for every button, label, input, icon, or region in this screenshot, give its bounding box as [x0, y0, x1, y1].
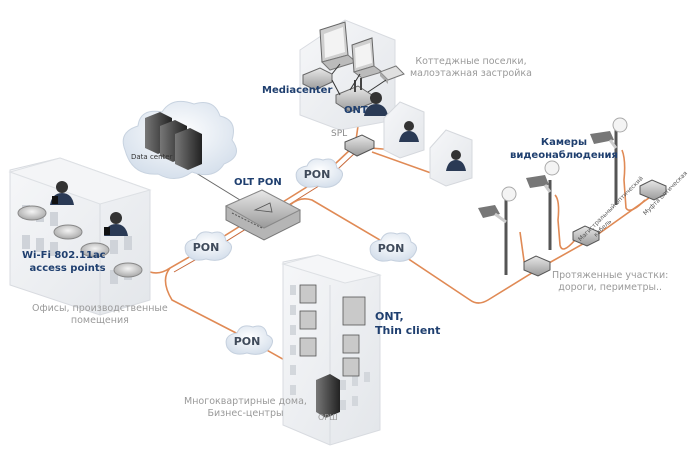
monitor-icon [351, 37, 384, 79]
offices-caption: Офисы, производственные помещения [32, 303, 168, 327]
optical-coupler-box [639, 179, 667, 201]
pon-label: PON [304, 168, 331, 181]
ont-label: ONT [344, 105, 368, 116]
pon-cloud: PON [369, 232, 417, 262]
pon-cloud: PON [225, 325, 273, 355]
olt-device [224, 189, 302, 241]
pon-label: PON [378, 242, 405, 255]
camera-pole [526, 160, 560, 250]
camera-pole [590, 117, 628, 205]
server-icon [145, 112, 202, 170]
house [429, 129, 473, 187]
monitor-icon [319, 21, 358, 71]
olt-pon-label: OLT PON [234, 177, 282, 188]
data-center-cloud [122, 100, 237, 179]
ont-router-icon [335, 78, 373, 113]
pon-label: PON [193, 241, 220, 254]
wifi-access-point [80, 242, 110, 258]
camera-pole [478, 186, 517, 275]
office-building [8, 157, 152, 316]
fiber-to-apartments [164, 267, 321, 381]
long-sections-line2: дороги, периметры.. [558, 281, 663, 293]
fiber-olt-to-cameras [289, 189, 661, 304]
cottage-caption-line2: малоэтажная застройка [410, 67, 532, 79]
cameras-caption-line1: Камеры [540, 137, 588, 148]
wifi-caption: Wi-Fi 802.11ac access points [22, 250, 106, 275]
wifi-access-point [53, 224, 83, 240]
apartments-caption-line2: Бизнес-центры [207, 407, 284, 419]
optical-coupler-box [572, 225, 600, 247]
pon-label: PON [234, 335, 261, 348]
mediacenter-label: Mediacenter [262, 85, 333, 96]
wifi-access-point [17, 205, 47, 221]
ont-thin-client-caption: ONT, Thin client [375, 310, 440, 338]
optical-coupler-box [523, 255, 551, 277]
phone-icon [379, 65, 405, 84]
wifi-caption-line1: Wi-Fi 802.11ac [22, 250, 106, 261]
pon-cloud: PON [184, 231, 232, 261]
cottage-caption-line1: Коттеджные поселки, [415, 56, 527, 67]
cottage-caption: Коттеджные поселки, малоэтажная застройк… [410, 56, 532, 80]
user-icon [104, 212, 128, 236]
thin-client-icon [299, 284, 366, 377]
data-center-label: Data center [131, 153, 173, 161]
cameras-caption-line2: видеонаблюдения [510, 149, 618, 161]
long-sections-line1: Протяженные участки: [552, 270, 669, 281]
spl-label: SPL [331, 129, 348, 139]
user-icon [50, 181, 74, 205]
apartment-building [281, 254, 382, 446]
offices-caption-line2: помещения [70, 314, 129, 326]
pon-cloud: PON [295, 158, 343, 188]
mediacenter-box-icon [302, 67, 333, 91]
offices-caption-line1: Офисы, производственные [32, 303, 168, 314]
cameras-caption: Камеры видеонаблюдения [510, 137, 618, 162]
user-icon [364, 92, 388, 116]
long-sections-caption: Протяженные участки: дороги, периметры.. [552, 270, 668, 294]
wifi-access-point [113, 262, 143, 278]
ont-thin-client-line2: Thin client [375, 323, 441, 337]
ont-thin-client-line1: ONT, [375, 310, 404, 323]
orsh-label: ОРШ [318, 413, 338, 422]
house [383, 101, 425, 159]
apartments-caption: Многоквартирные дома, Бизнес-центры [184, 396, 307, 420]
apartments-caption-line1: Многоквартирные дома, [184, 396, 307, 407]
splitter-device [344, 134, 375, 157]
orsh-cabinet [316, 374, 340, 418]
wifi-caption-line2: access points [29, 262, 106, 274]
